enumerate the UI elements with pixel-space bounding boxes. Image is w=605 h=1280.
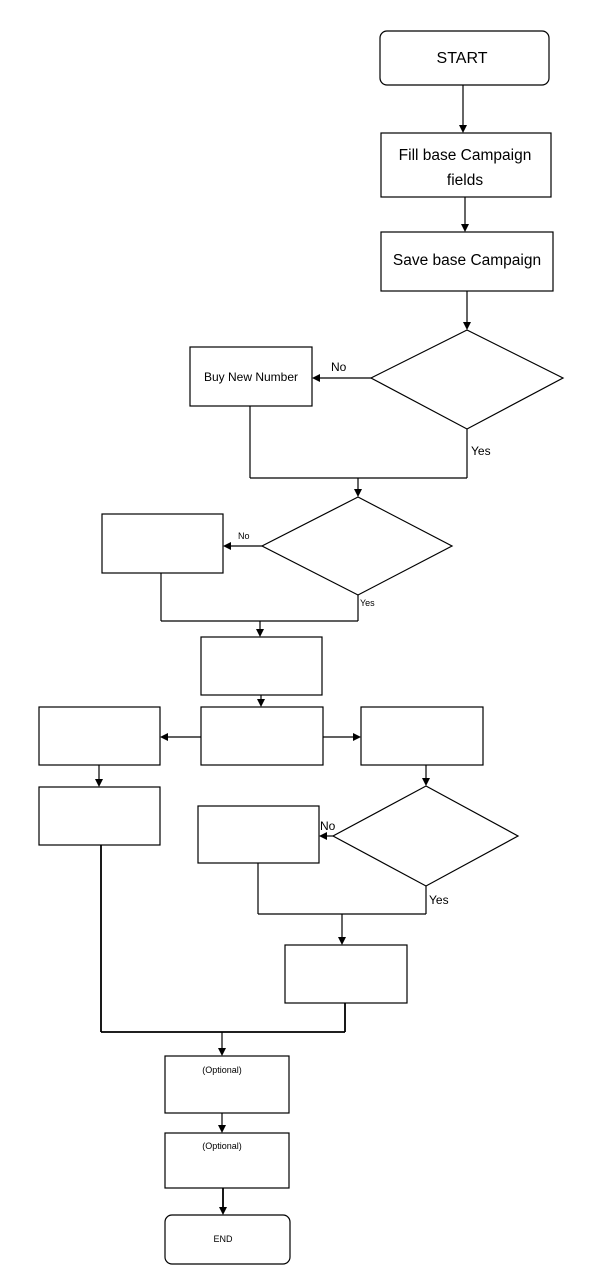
optional-label-2: (Optional) [202, 1141, 242, 1151]
decision-2 [260, 496, 454, 596]
arrowhead [422, 778, 430, 786]
decision1-no-label: No [331, 360, 347, 374]
arrowhead [218, 1125, 226, 1133]
start-node [379, 30, 550, 86]
optional-node-1 [164, 1055, 290, 1114]
arrowhead [319, 832, 327, 840]
process-box-4 [200, 706, 324, 766]
arrowhead [160, 733, 168, 741]
decision3-yes-label: Yes [429, 893, 449, 907]
arrowhead [354, 489, 362, 497]
decision-3 [331, 785, 520, 887]
decision1-yes-label: Yes [471, 444, 491, 458]
arrowhead [256, 629, 264, 637]
fill-base-campaign-label-line2: fields [447, 172, 483, 189]
end-node [164, 1214, 291, 1265]
arrowhead [219, 1207, 227, 1215]
arrowhead [338, 937, 346, 945]
process-box-7 [197, 805, 320, 864]
process-box-8 [284, 944, 408, 1004]
arrowhead [257, 699, 265, 707]
arrowhead [95, 779, 103, 787]
arrowhead [353, 733, 361, 741]
fill-base-campaign-node [380, 132, 552, 198]
arrowhead [223, 542, 231, 550]
buy-new-number-node [189, 346, 313, 407]
optional-label-1: (Optional) [202, 1065, 242, 1075]
end-label: END [213, 1234, 233, 1244]
fill-base-campaign-label-line1: Fill base Campaign [399, 147, 532, 164]
decision3-no-label: No [320, 819, 336, 833]
arrowhead [461, 224, 469, 232]
process-box-6 [38, 786, 161, 846]
decision2-yes-label: Yes [360, 598, 375, 608]
process-box-1 [101, 513, 224, 574]
arrowhead [459, 125, 467, 133]
process-box-2 [200, 636, 323, 696]
process-box-3 [38, 706, 161, 766]
save-base-campaign-label: Save base Campaign [393, 252, 541, 269]
optional-node-2 [164, 1132, 290, 1189]
arrowhead [312, 374, 320, 382]
decision2-no-label: No [238, 531, 250, 541]
save-base-campaign-node [380, 231, 554, 292]
process-box-5 [360, 706, 484, 766]
start-label: START [437, 50, 488, 67]
buy-new-number-label: Buy New Number [204, 370, 298, 384]
arrowhead [218, 1048, 226, 1056]
arrowhead [463, 322, 471, 330]
decision-1 [369, 329, 565, 430]
